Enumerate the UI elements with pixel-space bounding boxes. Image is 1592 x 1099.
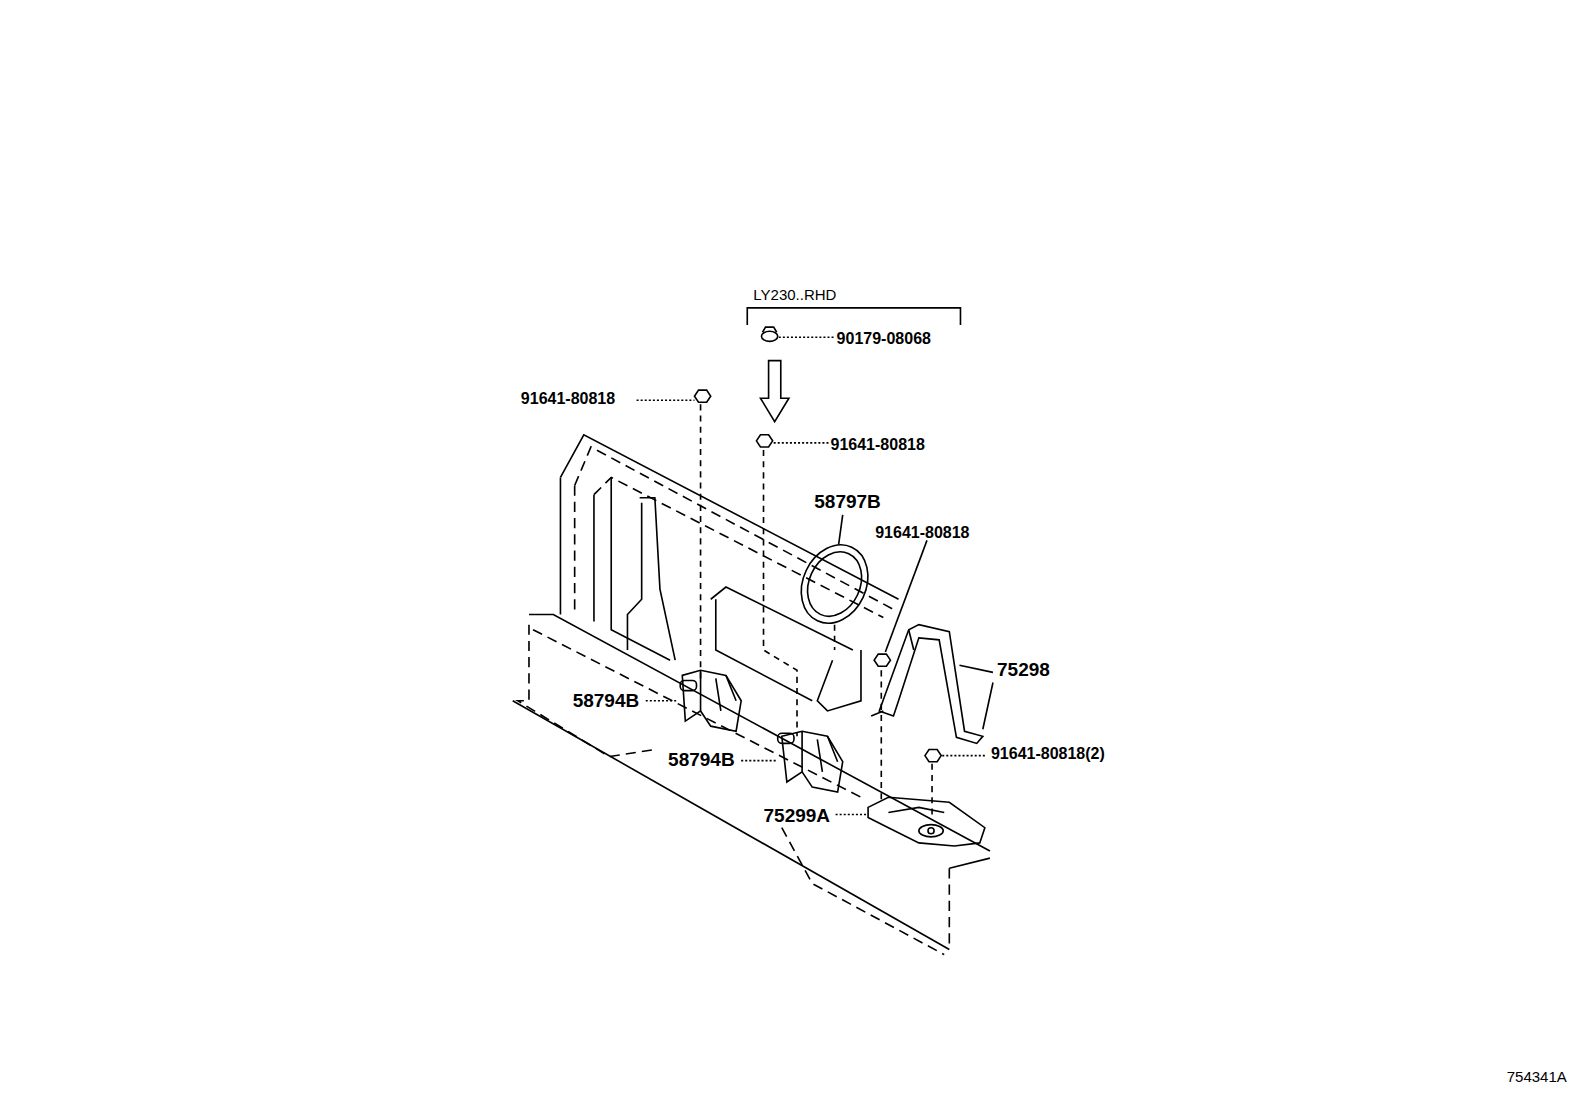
callout-number: 91641-80818 — [875, 525, 969, 541]
callout-number: 91641-80818 — [831, 437, 925, 453]
callout-number: 75299A — [764, 806, 831, 825]
callout-number: 58794B — [573, 691, 640, 710]
figure-number: 754341A — [1507, 1069, 1567, 1084]
callout-number: 75298 — [997, 660, 1050, 679]
callout-number: 58794B — [668, 750, 735, 769]
callout-number: 58797B — [814, 492, 881, 511]
callout-number: 91641-80818 — [521, 391, 615, 407]
callout-number: 90179-08068 — [837, 331, 931, 347]
variant-note: LY230..RHD — [753, 287, 836, 302]
callout-number: 91641-80818(2) — [991, 746, 1105, 762]
